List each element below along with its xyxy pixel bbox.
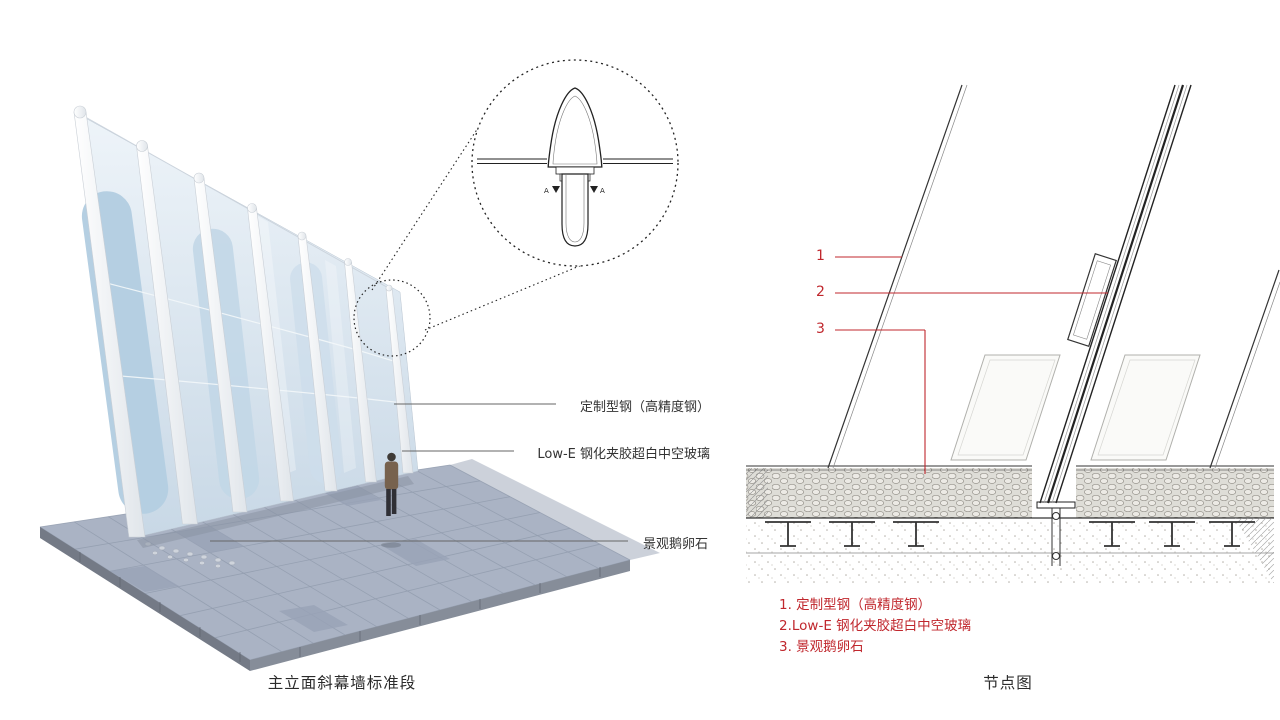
anchor-bolt-detail <box>1036 501 1076 566</box>
curtain-wall <box>73 105 419 548</box>
right-glass-line <box>1209 269 1280 469</box>
detail-callout: A A <box>353 59 679 357</box>
legend-item-1: 1. 定制型钢（高精度钢） <box>779 597 932 613</box>
callout-number-1: 1 <box>816 248 825 264</box>
person-figure <box>381 452 401 548</box>
callout-number-2: 2 <box>816 284 825 300</box>
person-jacket <box>384 461 399 490</box>
detail-circle-small <box>353 279 431 357</box>
mullion-section-detail: A A <box>477 87 673 247</box>
glazing-section-lines <box>827 84 1280 504</box>
ground-slab <box>746 465 1274 584</box>
annotation-leader-lines <box>210 403 628 542</box>
section-node-detail-figure <box>746 84 1280 584</box>
mullion-profile-box <box>1067 253 1117 347</box>
callout-line-3 <box>835 329 926 474</box>
pebble-strip <box>144 541 236 569</box>
axonometric-curtain-wall-figure: A A <box>39 59 679 671</box>
legend-item-3: 3. 景观鹅卵石 <box>779 639 864 655</box>
plaza-edge-left <box>40 527 250 671</box>
annotation-glass-label: Low-E 钢化夹胶超白中空玻璃 <box>537 447 710 462</box>
section-marker-a2: A <box>600 187 605 195</box>
mullions <box>73 105 414 538</box>
red-callout-lines <box>835 256 1108 474</box>
legend-block: 1. 定制型钢（高精度钢） 2.Low-E 钢化夹胶超白中空玻璃 3. 景观鹅卵… <box>779 595 971 658</box>
steel-mullion-band <box>1039 84 1192 504</box>
steel-floor-beams <box>765 521 1255 547</box>
annotation-pebble-label: 景观鹅卵石 <box>642 537 708 552</box>
person-head <box>387 452 396 462</box>
wall-base-shadow <box>137 476 414 548</box>
section-marker-a1: A <box>544 187 549 195</box>
plaza-edge-right <box>250 560 630 671</box>
legend-item-2: 2.Low-E 钢化夹胶超白中空玻璃 <box>779 618 972 634</box>
right-figure-caption: 节点图 <box>983 674 1033 692</box>
callout-number-3: 3 <box>816 321 825 337</box>
outer-glass-line <box>827 84 963 469</box>
below-grade-glass-panels <box>950 354 1201 461</box>
annotation-steel-label: 定制型钢（高精度钢） <box>579 400 710 415</box>
plaza-floor <box>39 459 660 671</box>
left-figure-caption: 主立面斜幕墙标准段 <box>267 674 417 692</box>
